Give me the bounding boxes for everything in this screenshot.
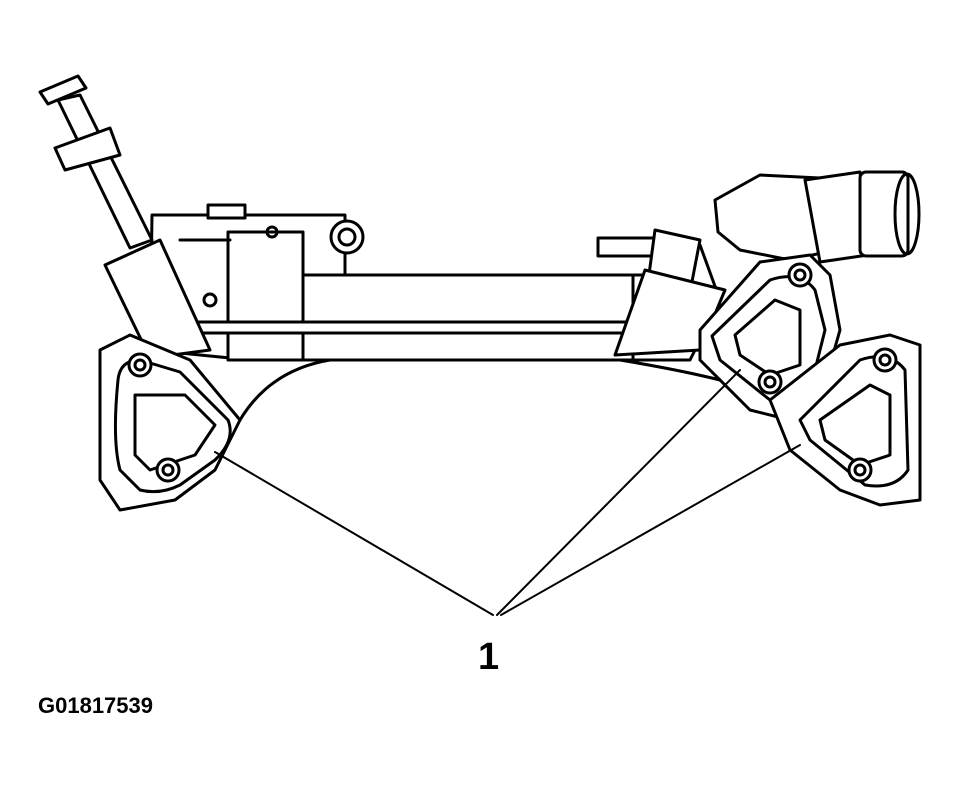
figure-id: G01817539 <box>38 693 153 718</box>
callout-leader-lines <box>214 369 801 616</box>
right-gasket-flange <box>768 333 922 507</box>
manifold-lower-outline <box>238 358 722 422</box>
callout-number: 1 <box>478 636 500 678</box>
manifold-body <box>148 203 722 362</box>
left-gasket-flange <box>98 333 242 512</box>
coolant-outlet <box>596 170 921 357</box>
dipstick-tube <box>38 74 212 360</box>
